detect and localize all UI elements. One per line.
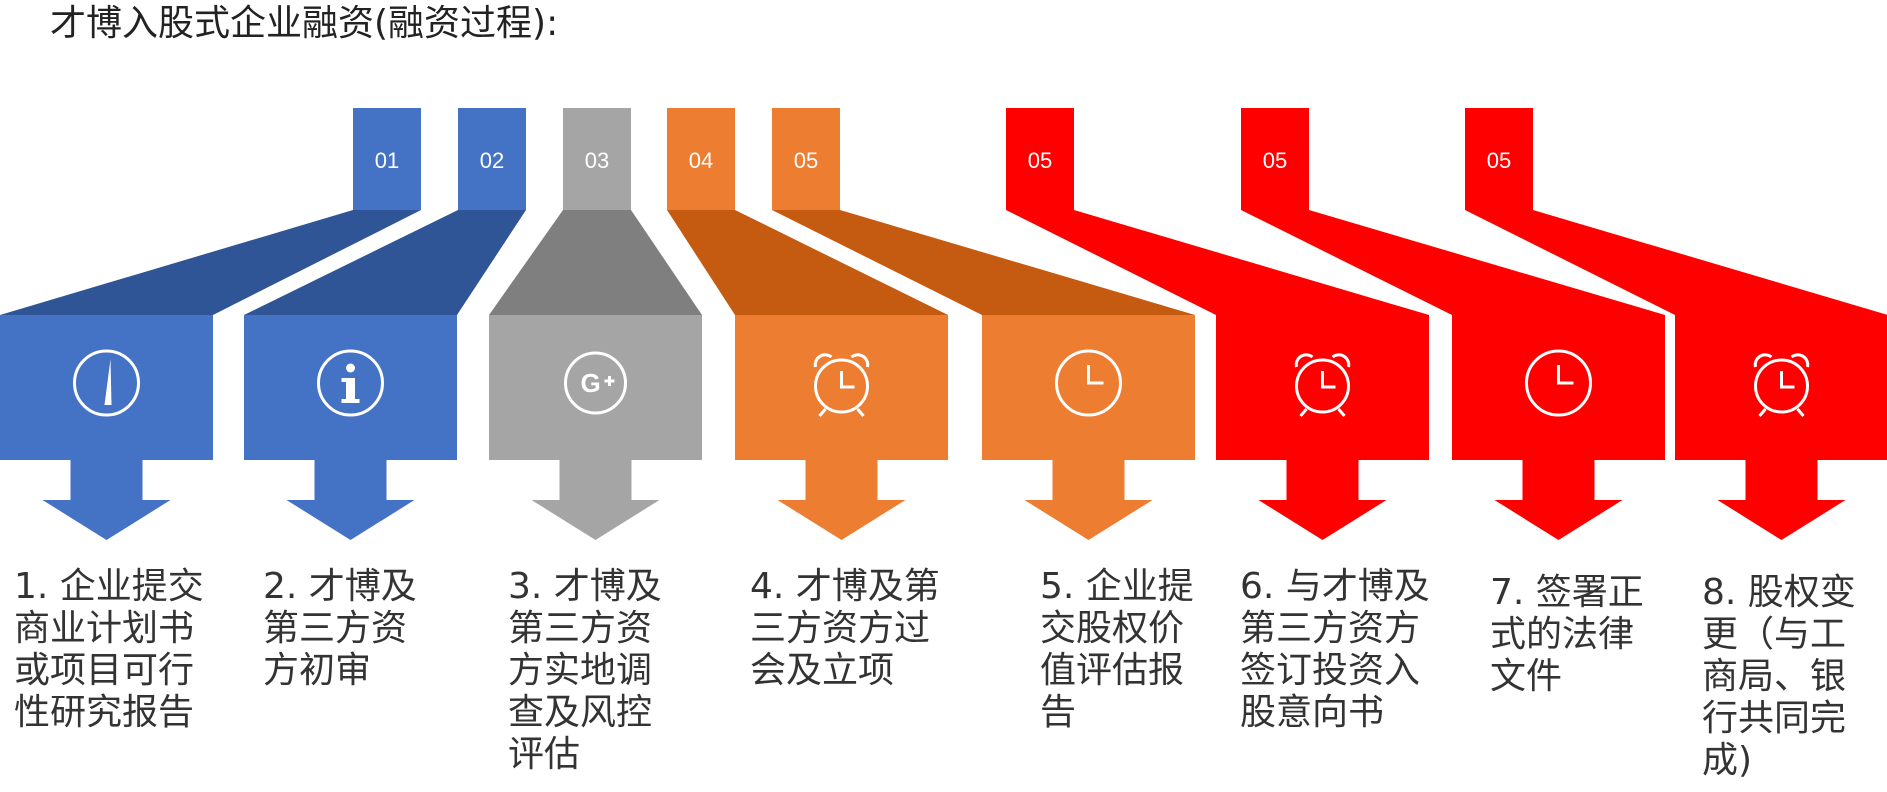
- step-description-1: 1. 企业提交 商业计划书 或项目可行 性研究报告: [14, 566, 204, 733]
- clock-icon: [1525, 349, 1592, 417]
- page-title: 才博入股式企业融资(融资过程):: [50, 3, 559, 44]
- step-description-2: 2. 才博及 第三方资 方初审: [263, 566, 417, 691]
- gauge-icon: [73, 349, 140, 417]
- step-description-4: 4. 才博及第 三方资方过 会及立项: [750, 566, 940, 691]
- alarm-clock-icon: [813, 353, 870, 417]
- step-number-tab: [667, 108, 735, 210]
- step-8: 05: [1465, 108, 1887, 540]
- step-description-6: 6. 与才博及 第三方资方 签订投资入 股意向书: [1240, 566, 1430, 733]
- step-down-arrow: [1024, 460, 1153, 540]
- step-number: 05: [1028, 148, 1052, 173]
- step-connector: [667, 210, 948, 315]
- step-down-arrow: [1258, 460, 1387, 540]
- step-box: [982, 315, 1195, 460]
- step-number-tab: [1241, 108, 1309, 210]
- step-3: 03G: [489, 108, 702, 540]
- step-2: 02: [244, 108, 526, 540]
- step-connector: [1241, 210, 1665, 315]
- step-description-8: 8. 股权变 更（与工 商局、银 行共同完 成): [1702, 572, 1856, 781]
- step-connector: [0, 210, 421, 315]
- step-number: 04: [689, 148, 713, 173]
- step-connector: [1465, 210, 1887, 315]
- step-box: [1452, 315, 1665, 460]
- info-icon: [317, 349, 384, 417]
- step-description-7: 7. 签署正 式的法律 文件: [1490, 572, 1644, 697]
- step-number-tab: [563, 108, 631, 210]
- step-6: 05: [1006, 108, 1429, 540]
- step-number: 05: [794, 148, 818, 173]
- step-description-3: 3. 才博及 第三方资 方实地调 查及风控 评估: [508, 566, 662, 775]
- svg-text:G: G: [581, 368, 601, 398]
- step-down-arrow: [777, 460, 906, 540]
- step-number: 02: [480, 148, 504, 173]
- step-number: 03: [585, 148, 609, 173]
- step-down-arrow: [1717, 460, 1846, 540]
- step-5: 05: [772, 108, 1195, 540]
- step-number: 01: [375, 148, 399, 173]
- step-down-arrow: [42, 460, 171, 540]
- step-1: 01: [0, 108, 421, 540]
- step-number: 05: [1487, 148, 1511, 173]
- alarm-clock-icon: [1294, 353, 1351, 417]
- step-number-tab: [1465, 108, 1533, 210]
- step-connector: [1006, 210, 1429, 315]
- clock-icon: [1055, 349, 1122, 417]
- step-number-tab: [1006, 108, 1074, 210]
- step-down-arrow: [286, 460, 415, 540]
- step-4: 04: [667, 108, 948, 540]
- alarm-clock-icon: [1753, 353, 1810, 417]
- step-connector: [244, 210, 526, 315]
- step-connector: [489, 210, 702, 315]
- step-box: [489, 315, 702, 460]
- step-number: 05: [1263, 148, 1287, 173]
- step-down-arrow: [1494, 460, 1623, 540]
- step-description-5: 5. 企业提 交股权价 值评估报 告: [1040, 566, 1194, 733]
- step-down-arrow: [531, 460, 660, 540]
- step-connector: [772, 210, 1195, 315]
- step-7: 05: [1241, 108, 1665, 540]
- google-plus-icon: G: [564, 351, 627, 415]
- step-number-tab: [458, 108, 526, 210]
- step-box: [0, 315, 213, 460]
- step-number-tab: [353, 108, 421, 210]
- step-number-tab: [772, 108, 840, 210]
